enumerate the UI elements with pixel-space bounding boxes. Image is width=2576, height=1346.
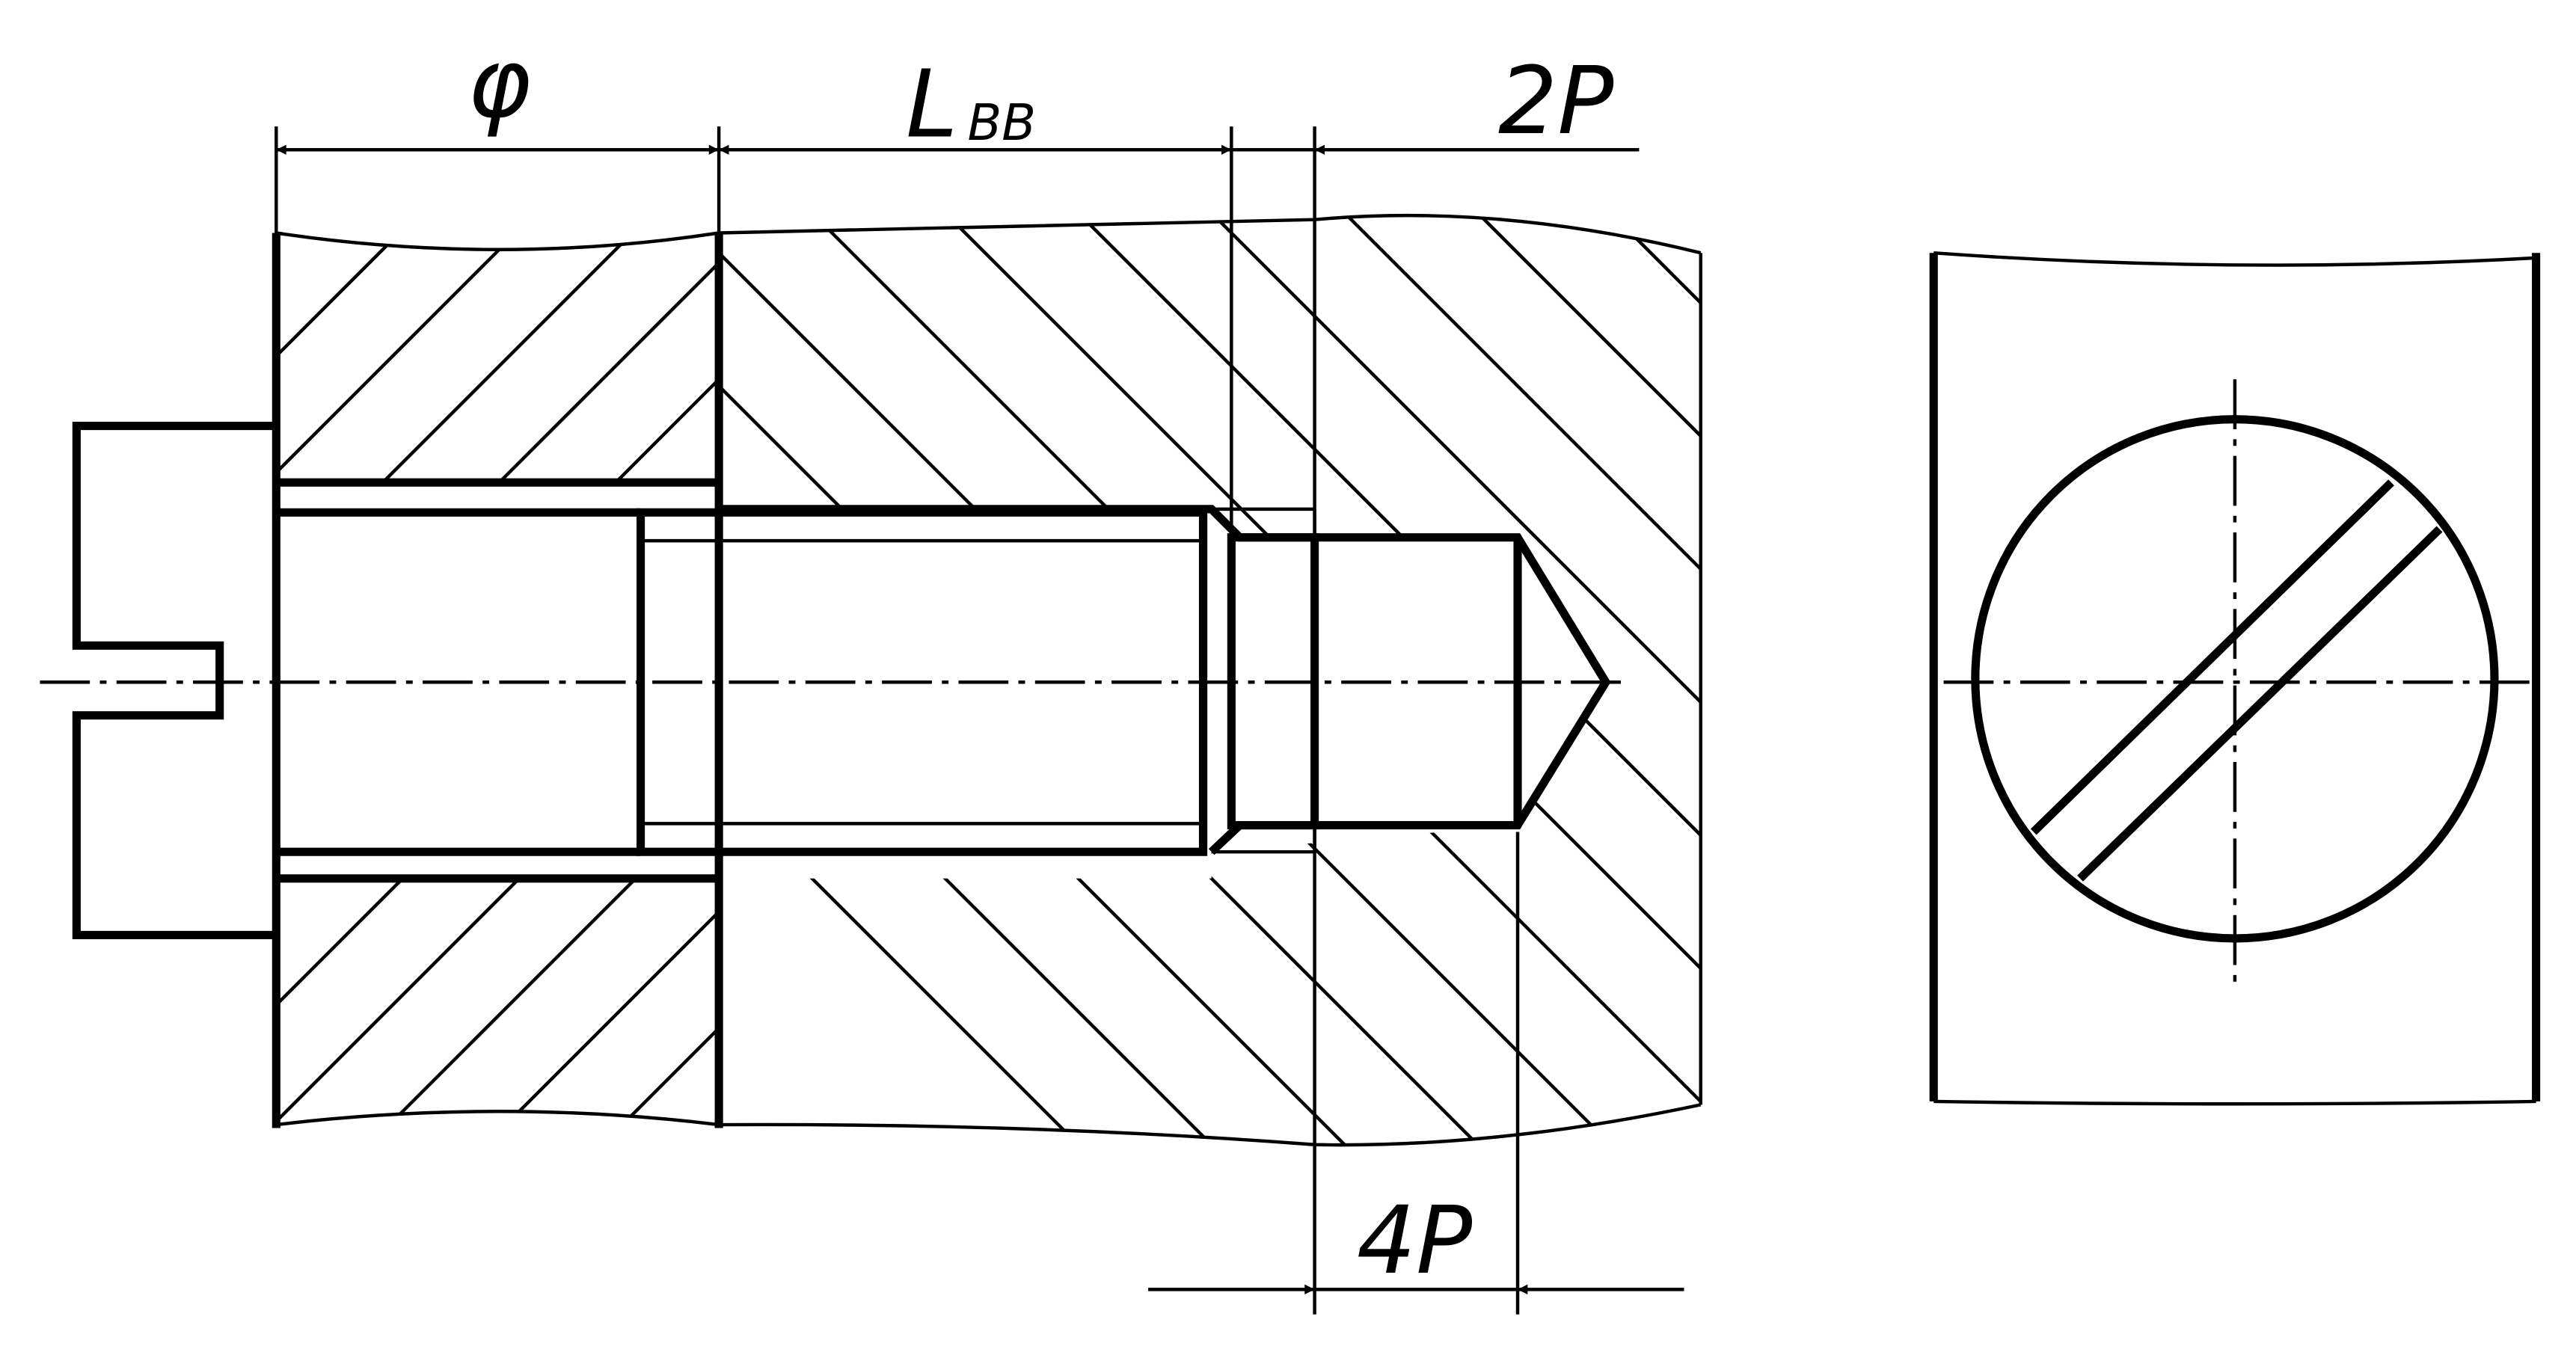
end-view: [1929, 251, 2541, 1106]
dimension-lines: [276, 144, 1684, 1295]
dimension-label-2p: 2P: [1498, 47, 1613, 156]
break-lines: [275, 213, 1702, 1147]
center-lines: [40, 379, 2533, 986]
thin-details: [275, 126, 1520, 1315]
slot-line-1: [2030, 479, 2394, 835]
hatching-left-part: [276, 233, 720, 1125]
dimension-label-phi: φ: [467, 28, 531, 140]
screw-head-circle: [1971, 415, 2499, 943]
dimension-label-4p: 4P: [1357, 1187, 1472, 1295]
dimension-label-l: L: [906, 50, 957, 159]
slot-line-2: [2077, 526, 2443, 882]
dimension-label-l-subscript: BB: [968, 93, 1037, 152]
